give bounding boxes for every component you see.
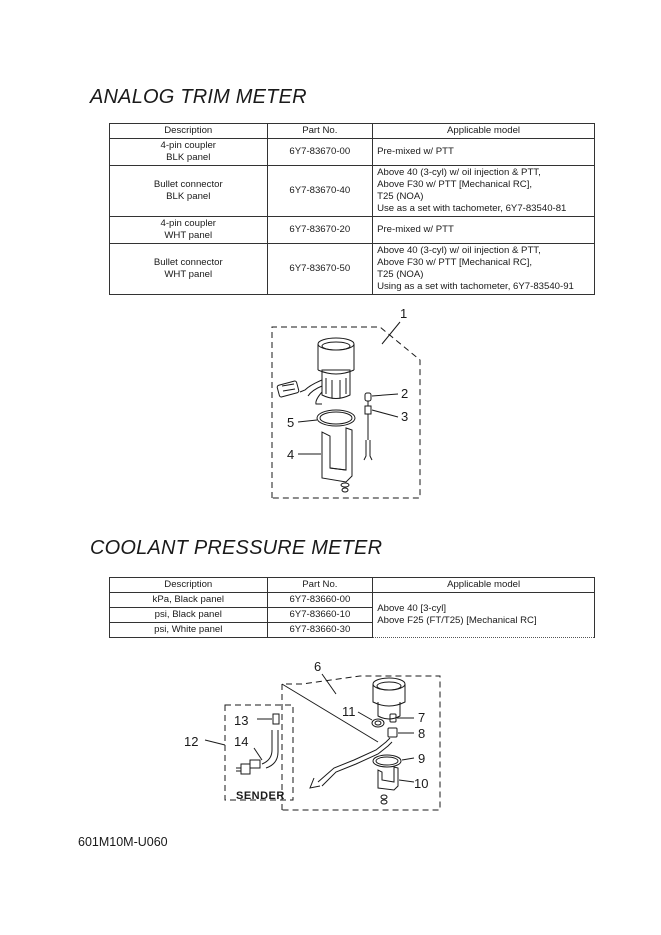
gasket-ring-illustration — [372, 754, 402, 768]
leader-line-1 — [381, 321, 401, 345]
description-line: BLK panel — [166, 152, 211, 163]
nut-illustration — [371, 718, 385, 728]
table-header-row: Description Part No. Applicable model — [109, 123, 595, 139]
leader-line-2 — [371, 393, 399, 397]
document-code: 601M10M-U060 — [78, 835, 168, 849]
sender-hose-illustration — [261, 713, 280, 769]
table-row: 4-pin coupler WHT panel 6Y7-83670-20 Pre… — [109, 216, 595, 244]
description-line: Bullet connector — [153, 257, 223, 268]
coolant-meter-diagram — [204, 673, 441, 811]
sender-frame — [224, 704, 294, 801]
description-cell: 4-pin coupler WHT panel — [109, 216, 268, 244]
bracket-illustration — [377, 766, 399, 791]
model-line: Above 40 (3-cyl) w/ oil injection & PTT, — [377, 167, 541, 178]
description-line: WHT panel — [164, 230, 213, 241]
leader-line-10 — [398, 779, 415, 783]
model-cell: Above 40 (3-cyl) w/ oil injection & PTT,… — [372, 165, 595, 217]
description-line: Bullet connector — [153, 179, 223, 190]
callout-10: 10 — [414, 776, 428, 791]
callout-12: 12 — [184, 734, 198, 749]
callout-2: 2 — [401, 386, 408, 401]
callout-7: 7 — [418, 710, 425, 725]
model-line: Above F30 w/ PTT [Mechanical RC], — [377, 257, 533, 268]
table-row: Bullet connector WHT panel 6Y7-83670-50 … — [109, 243, 595, 295]
wire-harness-illustration — [276, 379, 323, 405]
bracket-illustration — [321, 427, 353, 483]
trim-meter-diagram — [271, 321, 421, 499]
part-no-cell: 6Y7-83670-40 — [266, 165, 374, 217]
description-cell: psi, White panel — [109, 622, 268, 638]
leader-line-6 — [321, 673, 337, 695]
callout-4: 4 — [287, 447, 294, 462]
gasket-ring-illustration — [316, 409, 356, 427]
model-line: Using as a set with tachometer, 6Y7-8354… — [377, 281, 574, 292]
model-line: Pre-mixed w/ PTT — [377, 224, 454, 235]
model-line: Use as a set with tachometer, 6Y7-83540-… — [377, 203, 567, 214]
model-line: T25 (NOA) — [377, 269, 424, 280]
description-line: WHT panel — [164, 269, 213, 280]
model-line: Above F25 (FT/T25) [Mechanical RC] — [377, 615, 537, 626]
bullet-connector-illustration — [363, 392, 373, 461]
leader-line-14 — [253, 747, 263, 761]
callout-13: 13 — [234, 713, 248, 728]
table-row: psi, Black panel 6Y7-83660-10 — [109, 607, 595, 623]
section-title-trim-meter: ANALOG TRIM METER — [90, 86, 307, 108]
leader-line-9 — [401, 757, 415, 761]
description-line: BLK panel — [166, 191, 211, 202]
model-line: Pre-mixed w/ PTT — [377, 146, 454, 157]
leader-line-11 — [357, 711, 373, 721]
callout-14: 14 — [234, 734, 248, 749]
gauge-body-illustration — [317, 337, 355, 399]
callout-1: 1 — [400, 306, 407, 321]
description-line: 4-pin coupler — [160, 218, 216, 229]
callout-11: 11 — [342, 704, 356, 719]
description-cell: Bullet connector BLK panel — [109, 165, 268, 217]
nut-washer-illustration — [340, 482, 350, 493]
model-line: Above 40 (3-cyl) w/ oil injection & PTT, — [377, 245, 541, 256]
leader-line-5 — [297, 419, 318, 423]
table-row: psi, White panel 6Y7-83660-30 — [109, 622, 595, 638]
description-cell: Bullet connector WHT panel — [109, 243, 268, 295]
sender-fitting-illustration — [236, 759, 261, 775]
leader-line-3 — [371, 409, 399, 418]
trim-meter-table: Description Part No. Applicable model 4-… — [109, 123, 595, 295]
model-line: Above F30 w/ PTT [Mechanical RC], — [377, 179, 533, 190]
fitting-illustration — [387, 713, 398, 738]
callout-8: 8 — [418, 726, 425, 741]
part-no-cell: 6Y7-83660-30 — [266, 622, 374, 638]
section-title-coolant-meter: COOLANT PRESSURE METER — [90, 537, 383, 559]
pressure-tube-illustration — [281, 683, 393, 789]
sender-label: SENDER — [236, 790, 285, 802]
model-line: Above 40 [3-cyl] — [377, 603, 447, 614]
gauge-body-illustration — [372, 677, 406, 720]
callout-5: 5 — [287, 415, 294, 430]
model-cell: Above 40 [3-cyl] Above F25 (FT/T25) [Mec… — [372, 592, 595, 638]
table-row: Bullet connector BLK panel 6Y7-83670-40 … — [109, 165, 595, 217]
leader-line-12 — [204, 739, 226, 746]
assembly-frame — [271, 326, 421, 499]
model-cell: Above 40 (3-cyl) w/ oil injection & PTT,… — [372, 243, 595, 295]
callout-6: 6 — [314, 659, 321, 674]
callout-3: 3 — [401, 409, 408, 424]
nut-washer-illustration — [380, 794, 388, 805]
coolant-meter-table: Description Part No. Applicable model kP… — [109, 577, 595, 638]
callout-9: 9 — [418, 751, 425, 766]
model-cell: Pre-mixed w/ PTT — [372, 216, 595, 244]
model-cell: Pre-mixed w/ PTT — [372, 138, 595, 166]
description-line: 4-pin coupler — [160, 140, 216, 151]
model-line: T25 (NOA) — [377, 191, 424, 202]
